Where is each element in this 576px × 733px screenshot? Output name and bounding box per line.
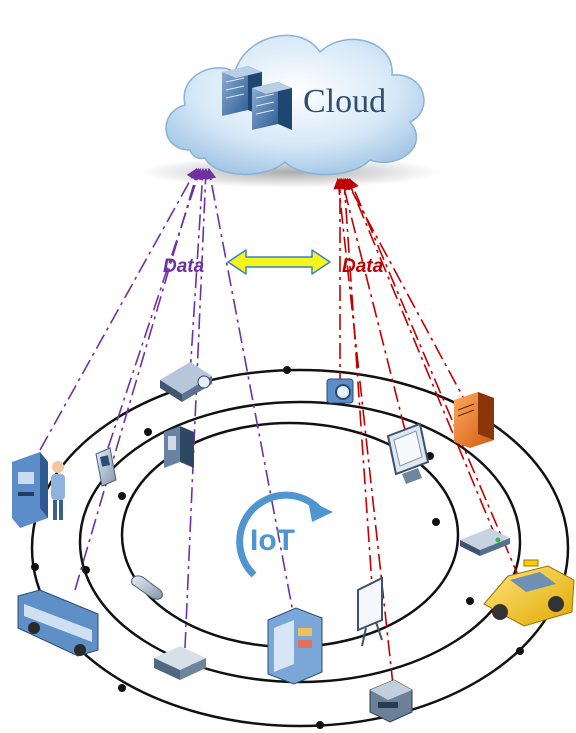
- vending-machine-icon: [267, 607, 323, 685]
- ring-nodes: [31, 366, 524, 729]
- data-label-right: Data: [342, 256, 384, 277]
- tower-server-icon: [454, 392, 494, 448]
- cloud-label: Cloud: [303, 83, 386, 120]
- taxi-icon: [483, 559, 575, 627]
- whiteboard-icon: [357, 576, 383, 647]
- outer-ring: [30, 368, 570, 728]
- projector-icon: [160, 362, 212, 402]
- iot-cycle-arrow-icon: [236, 491, 333, 578]
- atm-kiosk-icon: [12, 452, 65, 528]
- double-arrow-icon: [227, 249, 331, 275]
- middle-ring: [78, 400, 522, 684]
- bus-icon: [17, 589, 99, 657]
- data-label-left: Data: [163, 256, 205, 277]
- monitor-icon: [386, 422, 430, 484]
- fax-machine-icon: [369, 679, 413, 723]
- telephone-icon: [131, 575, 163, 600]
- printer-icon: [154, 646, 206, 680]
- webcam-icon: [326, 378, 354, 404]
- left-data-links: [39, 167, 297, 649]
- iot-label: IoT: [250, 524, 295, 557]
- handheld-device-icon: [95, 447, 117, 487]
- server-rack-icon: [222, 66, 292, 130]
- router-icon: [460, 528, 510, 556]
- access-gate-icon: [164, 426, 194, 468]
- right-data-links: [333, 177, 521, 686]
